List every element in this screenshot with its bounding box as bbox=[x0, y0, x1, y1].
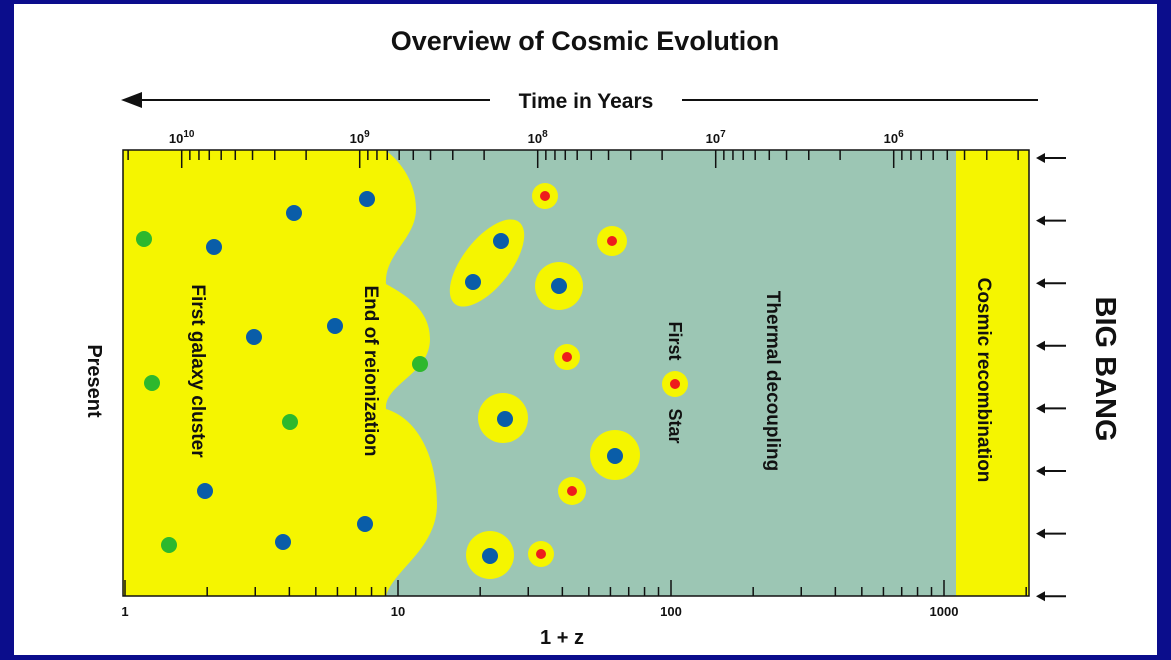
galaxy-dot bbox=[497, 411, 513, 427]
arrow-head bbox=[1036, 403, 1045, 414]
galaxy-green-dot bbox=[161, 537, 177, 553]
galaxy-dot bbox=[465, 274, 481, 290]
arrow-head bbox=[1036, 528, 1045, 539]
galaxy-dot bbox=[197, 483, 213, 499]
era-label-end-of-reionization: End of reionization bbox=[360, 286, 381, 457]
arrow-head bbox=[1036, 215, 1045, 226]
cosmic-objects bbox=[136, 183, 688, 579]
plot-frame bbox=[122, 149, 1030, 597]
diagram-title: Overview of Cosmic Evolution bbox=[391, 26, 780, 56]
slide-panel: Overview of Cosmic Evolution Time in Yea… bbox=[14, 4, 1157, 655]
star-dot bbox=[670, 379, 680, 389]
era-label-cosmic-recombination: Cosmic recombination bbox=[973, 278, 994, 483]
redshift-tick-label: 10 bbox=[391, 604, 405, 619]
recombination-region bbox=[956, 150, 1029, 596]
cosmic-evolution-diagram: Overview of Cosmic Evolution Time in Yea… bbox=[83, 26, 1121, 649]
time-tick-label: 109 bbox=[350, 129, 370, 146]
galaxy-dot bbox=[357, 516, 373, 532]
redshift-axis-ticks bbox=[124, 580, 1027, 596]
era-label-star: Star bbox=[665, 408, 685, 443]
redshift-tick-label: 1 bbox=[121, 604, 128, 619]
redshift-tick-label: 1000 bbox=[930, 604, 959, 619]
galaxy-dot bbox=[275, 534, 291, 550]
star-dot bbox=[607, 236, 617, 246]
arrow-head bbox=[1036, 340, 1045, 351]
galaxy-green-dot bbox=[144, 375, 160, 391]
arrow-head bbox=[1036, 153, 1045, 163]
galaxy-dot bbox=[206, 239, 222, 255]
time-axis-ticks bbox=[127, 150, 1019, 168]
reionization-front bbox=[385, 150, 437, 596]
star-dot bbox=[562, 352, 572, 362]
time-tick-label: 108 bbox=[528, 129, 548, 146]
time-tick-label: 107 bbox=[706, 129, 726, 146]
star-dot bbox=[567, 486, 577, 496]
big-bang-label: BIG BANG bbox=[1089, 297, 1121, 442]
star-dot bbox=[536, 549, 546, 559]
galaxy-dot bbox=[246, 329, 262, 345]
time-tick-label: 1010 bbox=[169, 129, 195, 146]
star-dot bbox=[540, 191, 550, 201]
galaxy-dot bbox=[327, 318, 343, 334]
era-label-first-galaxy-cluster: First galaxy cluster bbox=[187, 284, 208, 458]
galaxy-green-dot bbox=[136, 231, 152, 247]
redshift-axis-label: 1 + z bbox=[540, 627, 584, 649]
ionized-region bbox=[123, 150, 385, 596]
arrow-head bbox=[1036, 591, 1045, 602]
redshift-tick-label: 100 bbox=[660, 604, 682, 619]
galaxy-green-dot bbox=[282, 414, 298, 430]
galaxy-dot bbox=[607, 448, 623, 464]
plot-area bbox=[123, 150, 1029, 596]
galaxy-dot bbox=[493, 233, 509, 249]
redshift-axis-labels: 1 10 100 1000 bbox=[121, 604, 958, 619]
era-label-first: First bbox=[665, 321, 685, 360]
present-label: Present bbox=[83, 344, 105, 418]
time-axis-labels: 1010 109 108 107 106 bbox=[169, 129, 904, 146]
time-axis-label: Time in Years bbox=[519, 90, 654, 113]
galaxy-green-dot bbox=[412, 356, 428, 372]
arrow-head bbox=[1036, 466, 1045, 476]
galaxy-dot bbox=[359, 191, 375, 207]
big-bang-arrows bbox=[1036, 153, 1066, 602]
galaxy-dot bbox=[482, 548, 498, 564]
galaxy-dot bbox=[551, 278, 567, 294]
time-arrow bbox=[121, 92, 1038, 108]
time-tick-label: 106 bbox=[884, 129, 904, 146]
arrow-head bbox=[1036, 278, 1045, 289]
arrow-left-icon bbox=[121, 92, 142, 108]
era-label-thermal-decoupling: Thermal decoupling bbox=[762, 291, 783, 472]
galaxy-dot bbox=[286, 205, 302, 221]
